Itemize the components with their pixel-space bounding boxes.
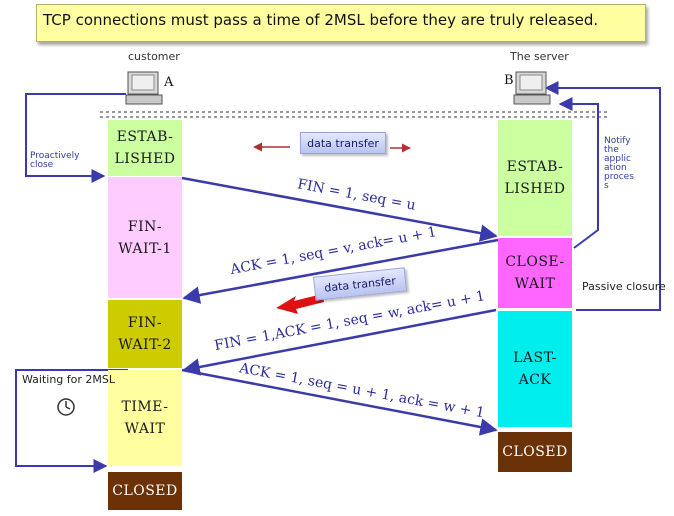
data-transfer-box-1: data transfer	[300, 132, 386, 154]
client-state-fin-wait-2: FIN- WAIT-2	[108, 300, 182, 368]
client-state-closed: CLOSED	[108, 472, 182, 510]
fin1-arrow	[181, 176, 498, 242]
fin2-arrow	[182, 308, 497, 376]
ack2-arrow	[181, 368, 498, 436]
label-line: s	[604, 181, 609, 191]
computer-icon-a	[125, 71, 163, 105]
state-line: FIN-	[127, 218, 163, 235]
label-line: ation	[604, 163, 627, 173]
state-line: WAIT-2	[118, 337, 172, 353]
notify-app-label: Notify the applic ation proces s	[604, 137, 634, 191]
state-line: ESTAB-	[116, 129, 174, 145]
label-line: Notify	[604, 136, 631, 146]
red-transfer-arrow	[276, 294, 324, 314]
state-line: WAIT	[124, 421, 166, 437]
label-line: the	[604, 145, 619, 155]
label-line: Proactively	[30, 151, 80, 161]
passive-close-arrow	[544, 81, 661, 311]
state-line: ESTAB-	[506, 159, 564, 175]
proactive-close-label: Proactively close	[30, 152, 79, 170]
server-state-close-wait: CLOSE- WAIT	[498, 238, 572, 308]
ack1-arrow	[182, 238, 499, 304]
server-state-closed: CLOSED	[498, 432, 572, 472]
waiting-2msl-label: Waiting for 2MSL	[22, 373, 116, 386]
passive-close-label: Passive closure	[582, 280, 666, 293]
client-state-time-wait: TIME- WAIT	[108, 370, 182, 466]
state-line: FIN-	[127, 315, 163, 331]
state-line: LISHED	[504, 181, 566, 197]
state-line: ACK	[518, 372, 552, 388]
state-line: CLOSE-	[505, 254, 565, 270]
server-title: The server	[510, 50, 569, 63]
proactive-close-arrow	[25, 93, 126, 183]
state-line: WAIT	[514, 276, 556, 292]
client-state-established: ESTAB- LISHED	[108, 120, 182, 176]
state-line: CLOSED	[502, 444, 568, 460]
wait-2msl-arrow	[15, 369, 128, 473]
server-letter: B	[504, 73, 514, 88]
banner-title: TCP connections must pass a time of 2MSL…	[36, 4, 646, 42]
state-line: TIME-	[121, 399, 169, 415]
client-state-fin-wait-1: FIN- WAIT-1	[108, 177, 182, 298]
state-line: CLOSED	[112, 483, 178, 499]
notify-app-arrow	[558, 97, 599, 249]
server-state-last-ack: LAST- ACK	[498, 311, 572, 427]
label-line: close	[30, 160, 54, 170]
state-line: LAST-	[513, 350, 557, 366]
state-line: WAIT-1	[118, 240, 172, 257]
server-state-established: ESTAB- LISHED	[498, 120, 572, 236]
clock-icon	[57, 398, 75, 416]
client-letter: A	[164, 75, 174, 90]
client-title: customer	[128, 50, 180, 63]
label-line: proces	[604, 172, 634, 182]
state-line: LISHED	[114, 151, 176, 167]
label-line: applic	[604, 154, 631, 164]
computer-icon-b	[513, 71, 551, 105]
